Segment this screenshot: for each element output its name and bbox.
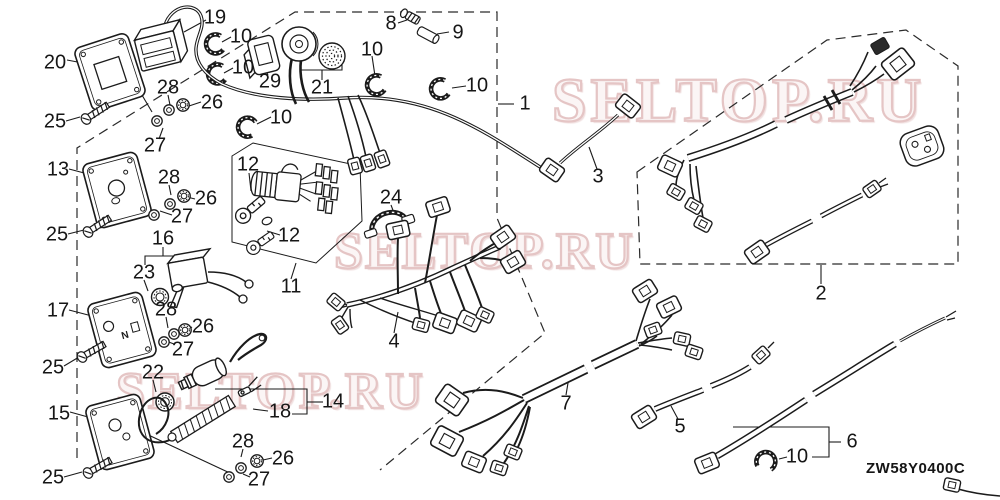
switch-nut-23 <box>150 287 170 307</box>
callout-10: 10 <box>231 56 255 79</box>
dark-connector <box>870 37 890 55</box>
callout-14: 14 <box>321 390 345 413</box>
callout-27: 27 <box>170 205 194 228</box>
callout-10: 10 <box>465 74 489 97</box>
callout-18: 18 <box>268 400 292 423</box>
callout-11: 11 <box>280 275 302 298</box>
panel-20 <box>72 31 148 113</box>
callout-26: 26 <box>200 91 224 114</box>
callout-27: 27 <box>143 134 167 157</box>
callout-26: 26 <box>271 447 295 470</box>
callout-10: 10 <box>785 445 809 468</box>
callout-28: 28 <box>156 76 180 99</box>
extension-cable-2 <box>764 177 889 248</box>
callout-28: 28 <box>231 430 255 453</box>
callout-12: 12 <box>277 224 301 247</box>
group-1-boundary <box>76 11 546 471</box>
callout-3: 3 <box>592 165 604 188</box>
callout-28: 28 <box>154 298 178 321</box>
callout-1: 1 <box>519 92 531 115</box>
callout-10: 10 <box>360 38 384 61</box>
callout-26: 26 <box>191 315 215 338</box>
toggle-switch-16 <box>207 271 254 304</box>
callout-10: 10 <box>269 106 293 129</box>
callout-4: 4 <box>388 330 400 353</box>
callout-23: 23 <box>132 261 156 284</box>
callout-12: 12 <box>236 153 260 176</box>
callout-25: 25 <box>43 110 67 133</box>
callout-7: 7 <box>560 392 572 415</box>
callout-25: 25 <box>41 356 65 379</box>
buzzer-mesh-disc <box>318 42 346 70</box>
callout-27: 27 <box>247 468 271 491</box>
panel-17: N <box>85 290 159 370</box>
buzzer-21 <box>281 26 319 105</box>
callout-29: 29 <box>258 70 282 93</box>
cable-6 <box>715 310 957 460</box>
callout-28: 28 <box>157 166 181 189</box>
callout-26: 26 <box>194 187 218 210</box>
callout-25: 25 <box>41 466 65 489</box>
harness-7 <box>458 298 673 464</box>
callout-20: 20 <box>43 51 67 74</box>
panel-15 <box>83 392 157 472</box>
lanyard-cord <box>137 396 175 444</box>
grommet-plate <box>899 125 945 167</box>
cable-5 <box>653 341 775 412</box>
ignition-switch-11 <box>250 162 339 215</box>
toggle-switch-body <box>166 247 212 309</box>
key-cap <box>261 216 273 226</box>
harness-2 <box>675 51 885 219</box>
callout-13: 13 <box>46 158 70 181</box>
sleeve-9 <box>416 26 440 44</box>
callout-8: 8 <box>385 12 397 35</box>
corner-wire <box>957 488 1000 497</box>
callout-10: 10 <box>229 25 253 48</box>
callout-5: 5 <box>674 415 686 438</box>
hour-meter-19 <box>132 17 189 72</box>
callout-16: 16 <box>151 227 175 250</box>
callout-22: 22 <box>141 361 165 384</box>
kill-switch-body <box>177 357 227 391</box>
watermark-top: SELTOP.RU <box>551 67 926 135</box>
callout-2: 2 <box>815 282 827 305</box>
callout-15: 15 <box>47 402 71 425</box>
callout-17: 17 <box>46 299 70 322</box>
drawing-code: ZW58Y0400C <box>866 460 966 477</box>
svg-text:N: N <box>120 330 130 342</box>
callout-24: 24 <box>379 186 403 209</box>
callout-25: 25 <box>45 223 69 246</box>
ignition-assembly-outline <box>231 142 363 264</box>
key-12-a <box>234 196 266 224</box>
group-2-boundary <box>636 29 959 265</box>
panel-13 <box>80 150 154 230</box>
key-12-b <box>246 231 275 255</box>
callout-19: 19 <box>203 6 227 29</box>
bracket-29 <box>243 34 281 80</box>
lanyard-clip-18 <box>237 376 262 397</box>
kill-switch-wire <box>229 332 268 363</box>
callout-21: 21 <box>310 76 334 99</box>
callout-27: 27 <box>171 338 195 361</box>
callout-6: 6 <box>846 430 858 453</box>
screw-8 <box>399 8 421 25</box>
callout-9: 9 <box>452 21 464 44</box>
pigtail-wires <box>337 94 381 161</box>
clamp-24 <box>363 209 416 239</box>
